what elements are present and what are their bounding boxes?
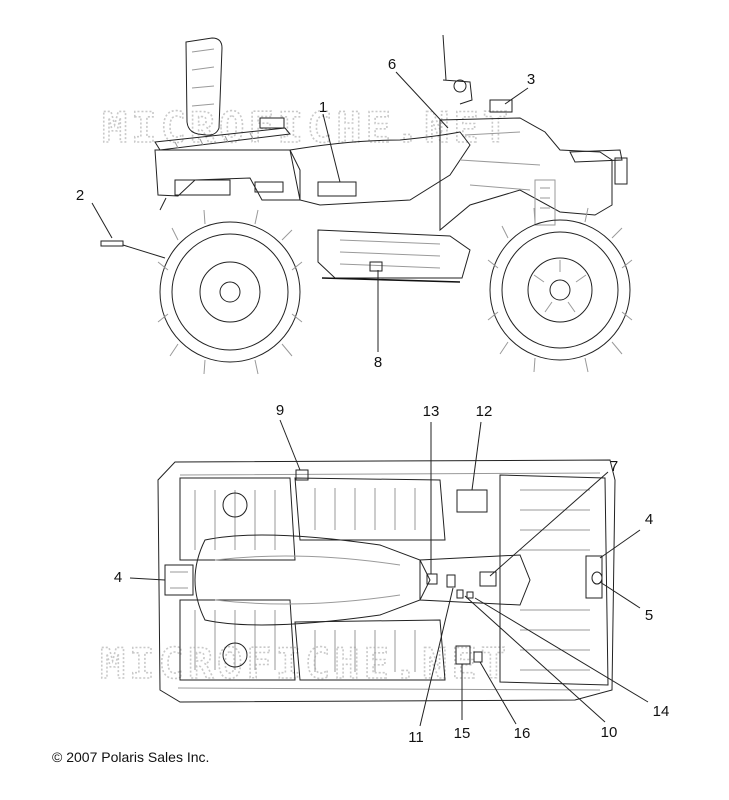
decal-16-box [473,651,483,663]
callout-11: 11 [408,729,424,746]
decal-11-box [446,574,456,588]
atv-side-view [100,34,633,375]
decal-12-box [456,489,488,513]
atv-top-view [157,459,616,703]
callout-13: 13 [423,403,440,420]
callout-1: 1 [319,99,327,116]
decal-9-box [295,469,309,481]
decal-14-box [466,591,474,599]
decal-5-part [591,571,603,585]
callout-4-front: 4 [645,511,653,528]
decal-15-box [455,645,471,665]
decal-4-rear-box [164,564,194,596]
callout-4-rear: 4 [114,569,122,586]
callout-7: 7 [610,458,618,475]
callout-2: 2 [76,187,84,204]
decal-3-box [489,99,513,113]
watermark-bottom: MICROFICHE.NET [100,639,510,688]
callout-5: 5 [645,607,653,624]
watermark-top: MICROFICHE.NET [102,103,512,152]
decal-10-box [456,589,464,599]
callout-6: 6 [388,56,396,73]
decal-8-box [369,261,383,272]
decal-7-box [479,571,497,587]
decal-1-box [317,181,357,197]
leader-lines [91,71,649,727]
callout-14: 14 [653,703,670,720]
decal-4-front-box [585,555,603,599]
callout-16: 16 [514,725,531,742]
copyright-notice: © 2007 Polaris Sales Inc. [52,749,209,765]
callout-12: 12 [476,403,493,420]
callout-9: 9 [276,402,284,419]
callout-8: 8 [374,354,382,371]
callout-labels: 1 2 3 4 4 5 6 7 8 9 10 11 12 13 14 15 16 [76,56,670,746]
callout-10: 10 [601,724,618,741]
decal-13-box [426,573,438,585]
decal-2-part [100,240,124,247]
callout-15: 15 [454,725,471,742]
callout-3: 3 [527,71,535,88]
